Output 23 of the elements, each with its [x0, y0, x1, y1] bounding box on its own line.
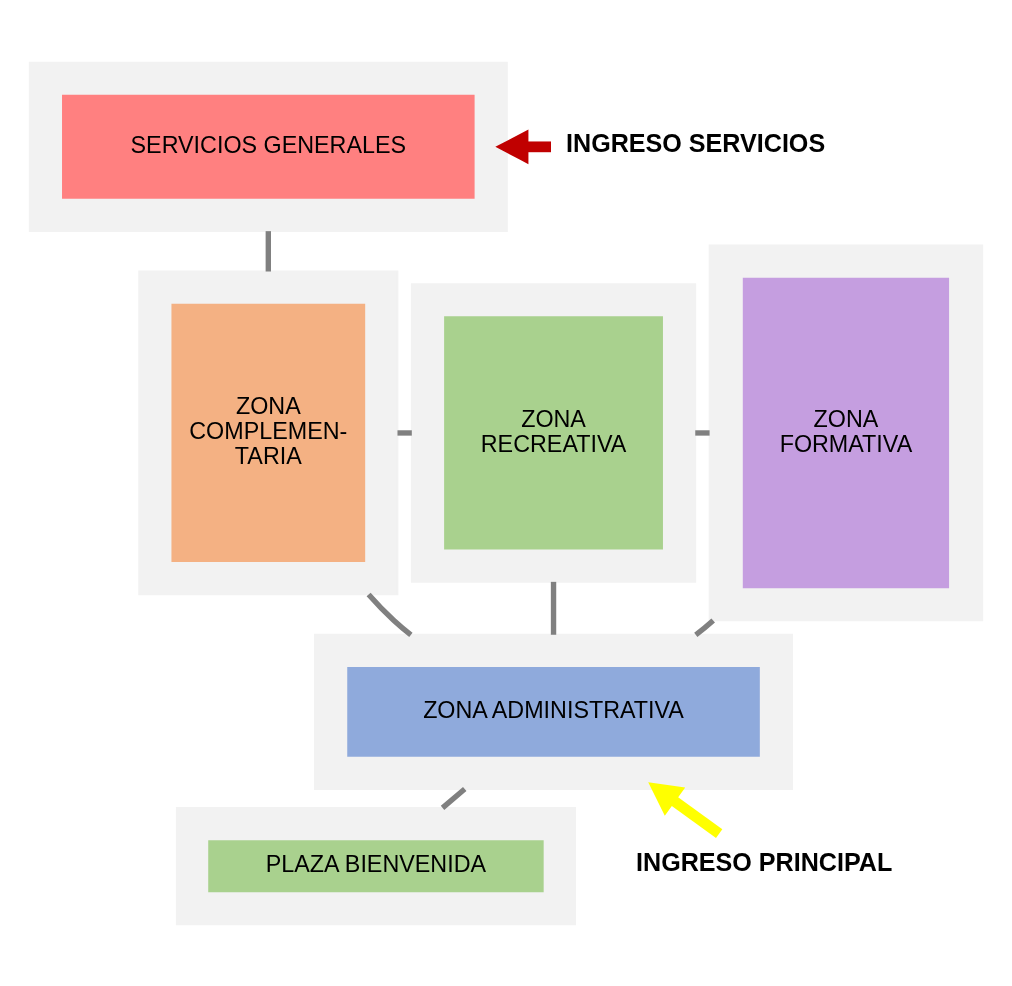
connector: [440, 786, 467, 810]
connector: [366, 592, 413, 637]
connector: [695, 429, 710, 436]
arrow: [648, 781, 723, 838]
cluster: [708, 244, 984, 621]
arrow: [495, 128, 551, 164]
cluster: [28, 61, 508, 232]
node-box: ZONA COMPLEMEN- TARIA: [171, 303, 366, 562]
node-box: PLAZA BIENVENIDA: [208, 839, 544, 892]
connector: [550, 581, 557, 635]
connector: [694, 617, 715, 637]
cluster: [314, 633, 793, 790]
cluster: [175, 806, 576, 925]
connector: [265, 230, 271, 271]
connector: [397, 429, 412, 436]
cluster: [410, 282, 697, 583]
node-box: SERVICIOS GENERALES: [62, 94, 475, 199]
node-text: INGRESO PRINCIPAL: [636, 847, 893, 876]
node-box: ZONA ADMINISTRATIVA: [347, 666, 760, 757]
cluster: [138, 270, 399, 595]
node-box: ZONA RECREATIVA: [444, 315, 663, 550]
node-text: INGRESO SERVICIOS: [566, 128, 826, 157]
node-box: ZONA FORMATIVA: [742, 277, 950, 588]
